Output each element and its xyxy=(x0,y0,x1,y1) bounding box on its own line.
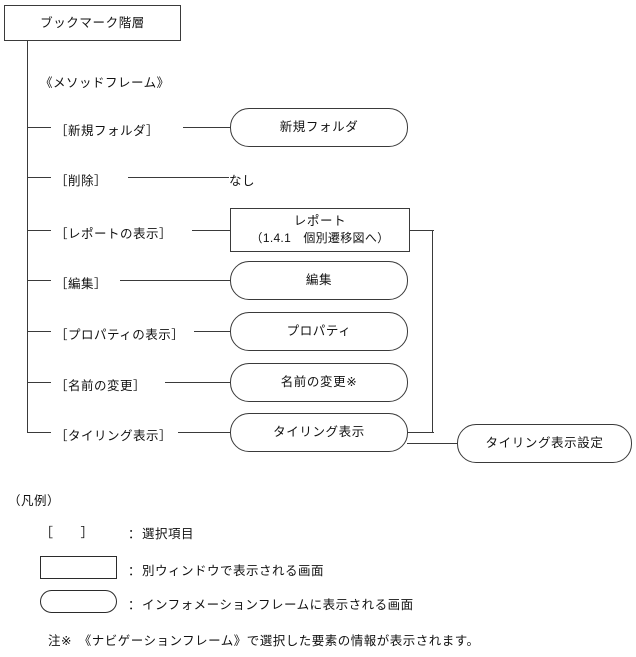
row-stub-line-6 xyxy=(27,432,51,434)
menu-item-show-properties[interactable]: ［プロパティの表示］ xyxy=(55,328,185,342)
screen-node-report[interactable]: レポート （1.4.1 個別遷移図へ） xyxy=(230,208,410,252)
screen-node-new-folder[interactable]: 新規フォルダ xyxy=(230,108,408,147)
row-stub-line-0 xyxy=(27,127,51,129)
screen-node-label: 名前の変更※ xyxy=(280,375,358,390)
screen-node-label: タイリング表示 xyxy=(273,425,365,440)
row-connector-line-6 xyxy=(178,432,230,434)
tiling-settings-connector-line xyxy=(407,443,459,445)
row-connector-line-2 xyxy=(192,230,230,232)
legend-description-information-frame: インフォメーションフレームに表示される画面 xyxy=(142,598,414,612)
menu-item-rename[interactable]: ［名前の変更］ xyxy=(55,379,147,393)
row-connector-line-1 xyxy=(128,177,229,179)
legend-symbol-bracket: ［ ］ xyxy=(40,525,95,540)
row-connector-line-3 xyxy=(120,280,230,282)
legend-footnote: 注※ 《ナビゲーションフレーム》で選択した要素の情報が表示されます。 xyxy=(48,634,480,648)
legend-separator-1: ： xyxy=(128,564,142,578)
menu-item-edit[interactable]: ［編集］ xyxy=(55,277,108,291)
row-connector-line-5 xyxy=(165,382,230,384)
legend-description-selection-item: 選択項目 xyxy=(142,527,195,541)
row-stub-line-2 xyxy=(27,230,51,232)
screen-node-sublabel: （1.4.1 個別遷移図へ） xyxy=(250,231,390,246)
screen-node-label: タイリング表示設定 xyxy=(485,436,604,451)
node-root-label: ブックマーク階層 xyxy=(40,15,145,30)
row-stub-line-3 xyxy=(27,280,51,282)
screen-node-properties[interactable]: プロパティ xyxy=(230,312,408,351)
report-bus-top-line xyxy=(409,230,434,232)
screen-node-label: レポート xyxy=(293,214,347,229)
row-connector-line-4 xyxy=(194,331,230,333)
screen-node-tiling-settings[interactable]: タイリング表示設定 xyxy=(457,424,632,463)
legend-symbol-round xyxy=(40,590,117,613)
no-screen-text-delete: なし xyxy=(229,174,256,188)
screen-node-tiling[interactable]: タイリング表示 xyxy=(230,413,408,452)
legend-separator-0: ： xyxy=(128,527,142,541)
screen-node-edit[interactable]: 編集 xyxy=(230,261,408,300)
frame-caption: 《メソッドフレーム》 xyxy=(40,76,170,90)
legend-separator-2: ： xyxy=(128,598,142,612)
menu-item-new-folder[interactable]: ［新規フォルダ］ xyxy=(55,124,160,138)
legend-description-separate-window: 別ウィンドウで表示される画面 xyxy=(142,564,325,578)
screen-node-rename[interactable]: 名前の変更※ xyxy=(230,363,408,402)
row-connector-line-0 xyxy=(183,127,230,129)
legend-symbol-rect xyxy=(40,556,117,579)
node-root[interactable]: ブックマーク階層 xyxy=(4,5,181,41)
row-stub-line-5 xyxy=(27,382,51,384)
legend-title: （凡例） xyxy=(8,494,61,508)
row-stub-line-4 xyxy=(27,331,51,333)
row-stub-line-1 xyxy=(27,177,51,179)
spine-vertical-line xyxy=(27,41,29,433)
report-bus-vertical-line xyxy=(432,230,434,433)
menu-item-show-report[interactable]: ［レポートの表示］ xyxy=(55,227,173,241)
screen-node-label: 新規フォルダ xyxy=(279,120,359,135)
menu-item-delete[interactable]: ［削除］ xyxy=(55,174,108,188)
report-bus-bottom-line xyxy=(407,432,434,434)
menu-item-tiling-display[interactable]: ［タイリング表示］ xyxy=(55,429,173,443)
screen-node-label: プロパティ xyxy=(286,324,352,339)
screen-node-label: 編集 xyxy=(305,273,333,288)
